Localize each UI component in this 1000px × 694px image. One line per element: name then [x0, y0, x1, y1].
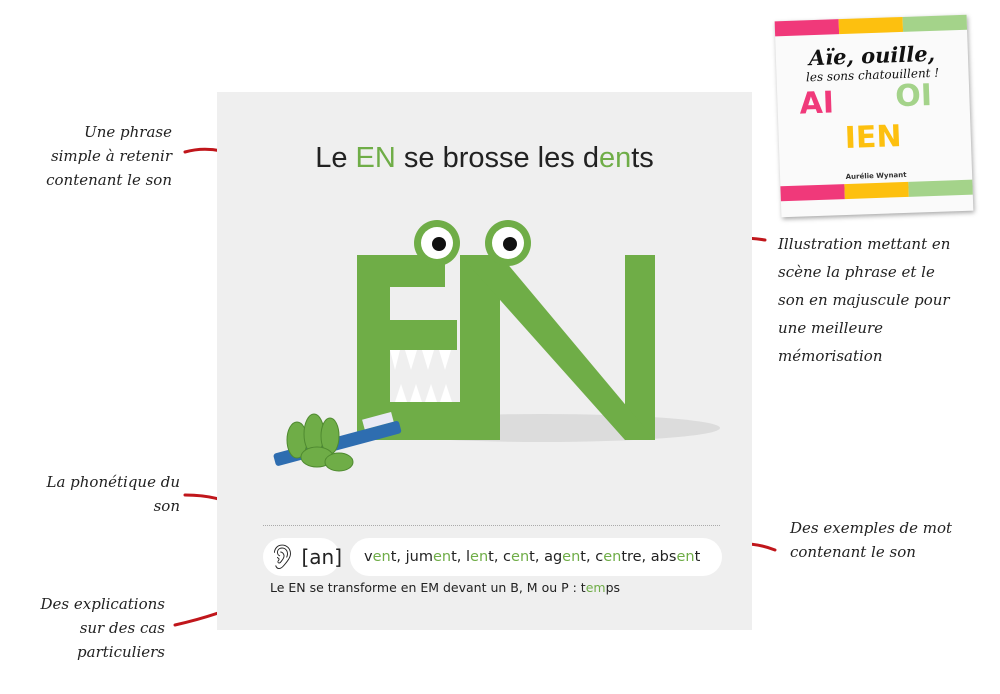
annotation-line: Des explications: [40, 595, 165, 613]
annotation-line: particuliers: [77, 643, 165, 661]
text-segment: t, jum: [390, 549, 433, 565]
book-letters-oi: OI: [894, 77, 933, 115]
hand: [286, 413, 354, 472]
explanation-text: Le EN se transforme en EM devant un B, M…: [270, 580, 620, 595]
annotation-explanations: Des explications sur des cas particulier…: [5, 592, 165, 664]
annotation-line: Une phrase: [84, 123, 172, 141]
annotation-examples: Des exemples de mot contenant le son: [790, 516, 1000, 564]
en-illustration: [273, 220, 720, 472]
text-segment: ts: [631, 142, 654, 174]
text-segment: se brosse les d: [395, 142, 599, 174]
annotation-line: La phonétique du: [46, 473, 181, 491]
annotation-illustration: Illustration mettant en scène la phrase …: [778, 230, 998, 370]
book-illustration: AI OI IEN: [777, 77, 972, 176]
book-letters-ai: AI: [798, 85, 835, 122]
highlighted-sound: en: [598, 142, 632, 174]
teeth: [390, 350, 452, 402]
annotation-line: contenant le son: [46, 171, 172, 189]
phonetic-pill: 👂︎ [an]: [263, 538, 343, 576]
annotation-line: son en majuscule pour: [778, 291, 950, 309]
text-segment: t, l: [451, 549, 471, 565]
book-letters-ien: IEN: [844, 119, 903, 157]
annotation-line: une meilleure: [778, 319, 884, 337]
text-segment: t: [694, 549, 701, 565]
highlighted-sound: EN: [355, 142, 396, 174]
text-segment: t, c: [488, 549, 512, 565]
annotation-line: Illustration mettant en: [778, 235, 951, 253]
letter-e: [357, 255, 461, 440]
text-segment: Le EN se transforme en EM devant un B, M…: [270, 580, 586, 595]
highlighted-sound: em: [585, 580, 606, 595]
annotation-line: contenant le son: [790, 543, 916, 561]
highlighted-sound: en: [562, 549, 581, 565]
text-segment: v: [364, 549, 373, 565]
highlighted-sound: en: [676, 549, 695, 565]
annotation-line: simple à retenir: [50, 147, 172, 165]
highlighted-sound: en: [432, 549, 452, 565]
ear-icon: 👂︎: [267, 543, 298, 571]
divider: [263, 525, 720, 526]
letter-n: [460, 255, 655, 440]
page-title: Le EN se brosse les dents: [217, 142, 752, 175]
annotation-line: sur des cas: [79, 619, 165, 637]
annotation-line: scène la phrase et le: [778, 263, 935, 281]
text-segment: t, ag: [529, 549, 563, 565]
annotation-phrase: Une phrase simple à retenir contenant le…: [20, 120, 172, 192]
annotation-line: Des exemples de mot: [790, 519, 953, 537]
highlighted-sound: en: [470, 549, 489, 565]
text-segment: Le: [315, 142, 356, 174]
eyes: [414, 220, 531, 266]
text-segment: t, c: [580, 549, 604, 565]
annotation-line: mémorisation: [778, 347, 883, 365]
annotation-phonetic: La phonétique du son: [10, 470, 181, 518]
text-segment: ps: [605, 580, 621, 595]
highlighted-sound: en: [372, 549, 391, 565]
phonetic-label: [an]: [301, 545, 343, 569]
text-segment: tre, abs: [621, 549, 677, 565]
book-cover: Aïe, ouille, les sons chatouillent ! AI …: [774, 14, 974, 218]
annotation-line: son: [153, 497, 180, 515]
highlighted-sound: en: [511, 549, 530, 565]
highlighted-sound: en: [603, 549, 622, 565]
